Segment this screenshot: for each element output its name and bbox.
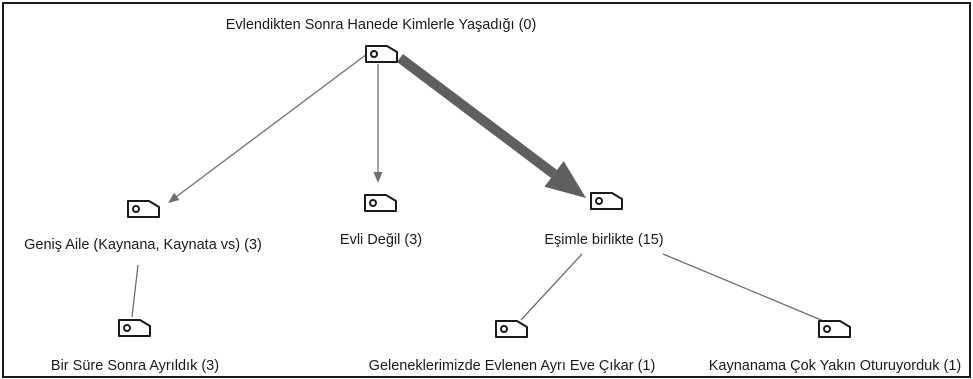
tag-icon (818, 320, 851, 338)
tag-icon (127, 200, 160, 218)
tag-icon (590, 192, 623, 210)
tag-icon (364, 194, 397, 212)
node-gelenek[interactable] (495, 320, 528, 338)
node-label-root: Evlendikten Sonra Hanede Kimlerle Yaşadı… (226, 17, 537, 33)
node-label-gelenek: Geleneklerimizde Evlenen Ayrı Eve Çıkar … (369, 358, 656, 374)
node-ayrildik[interactable] (118, 319, 151, 337)
edge-root-evli-arrowhead (373, 172, 383, 183)
node-esimle[interactable] (590, 192, 623, 210)
node-label-ayrildik: Bir Süre Sonra Ayrıldık (3) (51, 358, 219, 374)
node-genis[interactable] (127, 200, 160, 218)
edge-esimle-gelenek (520, 253, 583, 321)
node-label-kaynanama: Kaynanama Çok Yakın Oturuyorduk (1) (709, 358, 962, 374)
edge-root-esimle-arrowhead (544, 161, 586, 198)
edge-genis-ayrildik (131, 264, 139, 318)
node-kaynanama[interactable] (818, 320, 851, 338)
node-root[interactable] (365, 45, 398, 63)
node-label-esimle: Eşimle birlikte (15) (544, 232, 663, 248)
edge-esimle-kaynanama (662, 253, 827, 323)
node-evli[interactable] (364, 194, 397, 212)
tag-icon (118, 319, 151, 337)
tag-icon (365, 45, 398, 63)
edge-root-esimle (396, 54, 558, 178)
node-label-evli: Evli Değil (3) (340, 232, 422, 248)
edge-root-genis-arrowhead (168, 192, 180, 203)
tag-icon (495, 320, 528, 338)
edge-root-genis (176, 53, 368, 197)
node-label-genis: Geniş Aile (Kaynana, Kaynata vs) (3) (24, 237, 262, 253)
